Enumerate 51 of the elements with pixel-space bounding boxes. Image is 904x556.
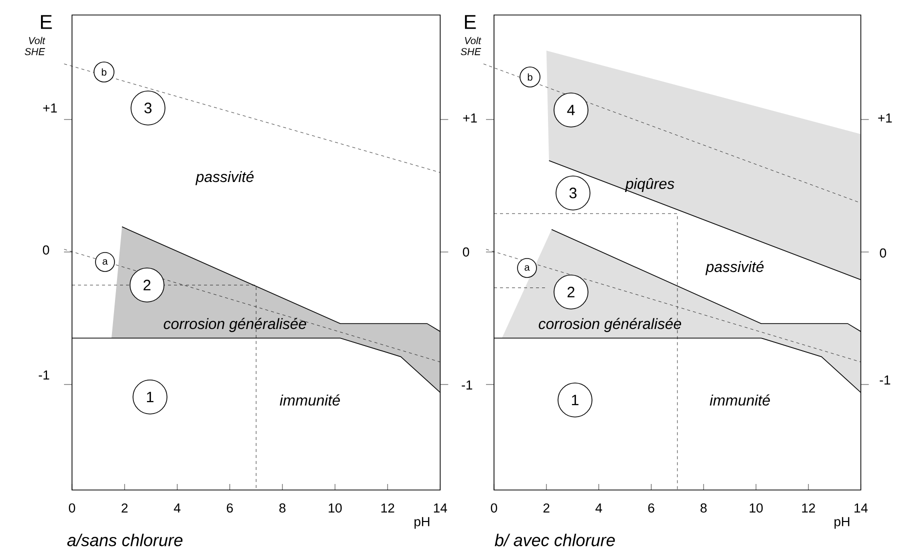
tick-label: 0 [462,247,470,257]
region-label: immunité [710,394,770,406]
circled-label: 2 [130,268,164,302]
region-label: passivité [195,170,254,186]
tick-label: 2 [543,503,550,513]
region-label: corrosion généralisée [164,318,306,332]
tick-label: 10 [328,503,342,513]
circled-label: 4 [554,92,588,128]
panel-caption: b/ avec chlorure [494,534,615,546]
circled-label: 2 [554,274,588,310]
tick-label: 8 [279,503,286,513]
tick-label: 12 [381,503,394,513]
unit-label: Volt SHE [460,36,482,56]
circled-label: 3 [556,176,590,210]
tick-label: +1 [43,104,57,112]
region-label: immunité [280,394,340,406]
axis-title: E [41,15,52,29]
axis-title: E [464,15,476,29]
tick-label: 6 [226,503,233,513]
circled-label: b [520,66,540,88]
tick-label: 6 [648,503,654,513]
tick-label: 2 [122,503,128,513]
region-label: passivité [705,260,764,276]
tick-label: 8 [700,503,707,513]
tick-label: 4 [596,504,602,512]
tick-label: 10 [750,503,763,513]
circled-label: a [95,252,115,272]
tick-label: +1 [878,114,892,122]
panel-caption: a/sans chlorure [67,534,182,546]
tick-label: 0 [42,245,50,255]
circled-label: 3 [130,90,166,126]
tick-label: 4 [174,504,180,512]
tick-label: -1 [462,380,472,390]
region-label: corrosion généralisée [538,318,682,332]
tick-label: 0 [68,503,76,513]
tick-label: 12 [802,503,815,513]
tick-label: -1 [38,370,50,380]
tick-label: +1 [463,114,477,122]
unit-label: Volt SHE [24,36,46,56]
circled-label: a [517,258,537,278]
circled-label: 1 [132,380,168,414]
tick-label: pH [834,517,850,529]
tick-label: -1 [880,376,890,384]
tick-label: 14 [854,504,868,512]
tick-label: 0 [880,248,886,258]
tick-label: pH [414,517,430,529]
circled-label: b [94,62,114,82]
tick-label: 14 [434,504,448,512]
region-label: piqûres [625,178,674,192]
circled-label: 1 [558,382,592,418]
tick-label: 0 [490,503,498,513]
